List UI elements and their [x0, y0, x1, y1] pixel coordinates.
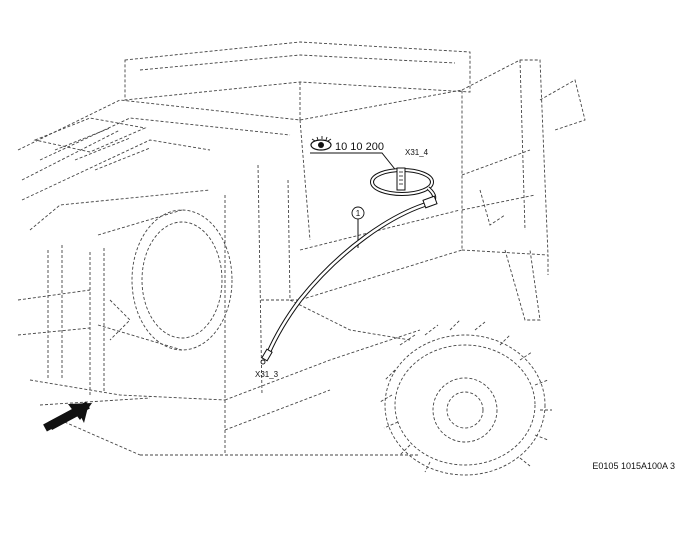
wiring-harness — [260, 167, 438, 365]
connector-label-bottom: X31_3 — [255, 370, 279, 379]
callout-reference-text: 10 10 200 — [335, 141, 384, 153]
item-number-text: 1 — [356, 209, 361, 218]
item-number-bubble: 1 — [351, 206, 365, 248]
direction-arrow-icon — [43, 401, 92, 432]
connector-label-top: X31_4 — [405, 148, 429, 157]
figure-id: E0105 1015A100A 3 — [592, 461, 675, 471]
machine-outline — [17, 41, 586, 476]
eye-icon — [310, 136, 332, 151]
callout-reference: 10 10 200 — [310, 136, 403, 179]
callout-leader — [310, 152, 403, 179]
